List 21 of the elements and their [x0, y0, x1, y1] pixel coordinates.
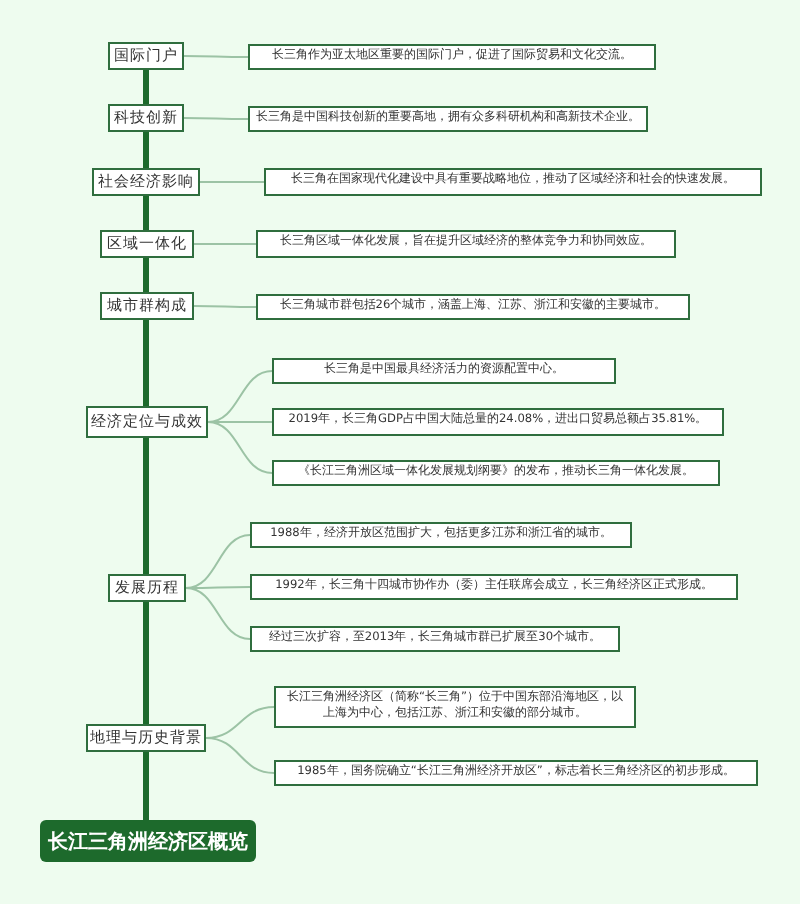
branch-line: [183, 55, 249, 58]
branch-line: [207, 421, 273, 474]
branch-line: [193, 305, 257, 308]
branch-line: [193, 243, 257, 245]
branch-line: [183, 117, 249, 120]
trunk-line: [143, 132, 149, 168]
trunk-line: [143, 70, 149, 104]
branch-line: [207, 421, 273, 423]
trunk-line: [143, 196, 149, 230]
branch-line: [199, 181, 265, 183]
branch-line: [205, 737, 275, 774]
title-box: 长江三角洲经济区概览: [40, 820, 256, 862]
trunk-line: [143, 438, 149, 574]
trunk-line: [143, 258, 149, 292]
trunk-line: [143, 320, 149, 406]
trunk-line: [143, 602, 149, 724]
trunk-line: [143, 752, 149, 820]
branch-line: [207, 370, 273, 423]
branch-line: [185, 534, 251, 589]
branch-line: [185, 587, 251, 640]
branch-line: [185, 586, 251, 589]
